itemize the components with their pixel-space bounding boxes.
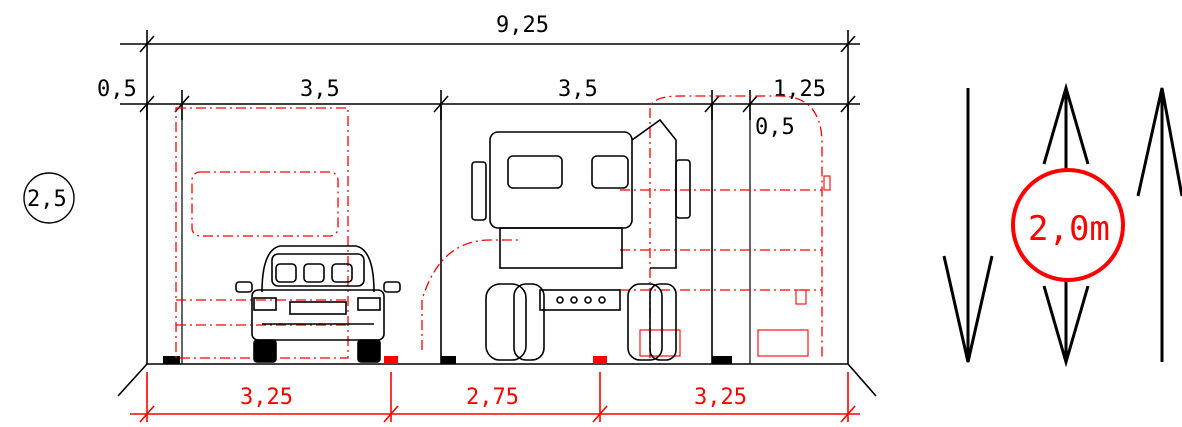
light-outline [823,175,831,191]
arrow-down-head [1042,285,1090,368]
truck-axle [539,289,621,311]
height-label: 2,5 [27,187,67,212]
embankment-right [847,363,877,397]
marker-block-red [384,356,398,364]
bottom-dimension-chain: 3,25 2,75 3,25 [130,372,860,423]
height-circle [23,172,75,224]
lane-direction-arrows: 2,0m [942,82,1182,368]
bottom-left-label: 3,25 [240,385,293,410]
curb-block [712,356,732,364]
speed-badge-label: 2,0m [1028,209,1110,249]
truck-mirror-right [675,159,691,219]
car-rear-view [235,245,401,363]
car-headrest [303,263,325,283]
truck-chassis [499,227,623,269]
left-margin-label: 0,5 [97,77,137,102]
section-frame [117,104,877,397]
embankment-left [117,363,148,397]
tick-mark [840,35,856,53]
car-outline-middle [421,239,520,350]
wheel-outline [757,329,809,357]
tick-mark-red [592,405,608,423]
axle-bolt [598,296,606,304]
lane-middle-label: 3,5 [558,77,598,102]
arrow-down-head [942,255,994,363]
speed-badge-circle [1011,168,1125,282]
car-headrest [275,263,297,283]
truck-windshield-left [507,155,563,189]
top-dimension-chain: 9,25 0,5 3,5 3,5 1,25 0,5 [97,13,860,140]
car-headrest [331,263,353,283]
curb-block [163,356,180,364]
license-plate [289,301,347,315]
right-inner-label: 0,5 [755,115,795,140]
truck-cab-side [631,118,677,269]
wheel-outline [639,329,681,357]
axle-bolt [584,296,592,304]
tick-mark-red [139,405,155,423]
tail-light [253,297,277,311]
arrow-up-head [1136,87,1182,197]
truck-outline-right [649,95,823,358]
truck-mirror-left [471,161,487,221]
height-label-group: 2,5 [23,172,75,224]
car-tire [357,339,381,363]
clearance-outlines [175,95,831,359]
truck-tire [627,283,663,361]
tick-mark-red [840,405,856,423]
light-outline [795,289,807,305]
car-tire [253,339,277,363]
curb-block [441,356,456,364]
car-roof [261,245,375,293]
lane-left-label: 3,5 [300,77,340,102]
axle-bolt [570,296,578,304]
car-rear-window [271,253,365,287]
truck-tire [649,283,677,361]
truck-front-view [471,118,691,361]
arrow-up-head [1042,82,1090,165]
truck-tire [513,283,545,361]
total-width-label: 9,25 [496,13,549,38]
side-mirror [383,281,401,293]
axle-bolt [556,296,564,304]
tail-light [357,297,381,311]
truck-cab [489,131,633,229]
truck-tire [485,283,527,361]
side-mirror [235,281,253,293]
tick-mark-red [383,405,399,423]
bottom-middle-label: 2,75 [466,385,519,410]
truck-windshield-right [591,155,629,189]
tick-mark [139,35,155,53]
bottom-right-label: 3,25 [694,385,747,410]
right-shoulder-label: 1,25 [773,77,826,102]
marker-block-red [593,356,607,364]
truck-outline-left [191,171,339,237]
clearance-box-left [175,107,349,359]
car-body [251,289,385,341]
